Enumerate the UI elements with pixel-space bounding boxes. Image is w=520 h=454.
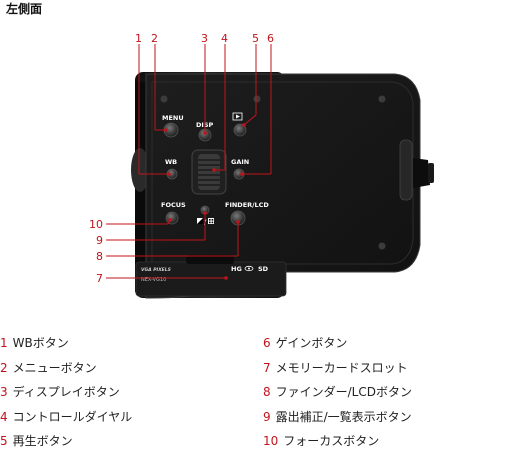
callout-3: 3 [201,32,208,45]
wb-label: WB [165,158,177,166]
screw [378,95,386,103]
screw [253,95,261,103]
legend-label: 露出補正/一覧表示ボタン [275,409,412,424]
play-icon [236,114,240,119]
gain-label: GAIN [231,158,249,166]
legend-num: 10 [263,434,279,448]
focus-label: FOCUS [161,201,186,209]
callout-7: 7 [96,272,103,285]
focus-button [165,211,179,225]
lcd-latch [399,139,413,201]
legend-label: ファインダー/LCDボタン [275,385,412,399]
lcd-panel [145,73,434,299]
play-button [233,123,247,137]
legend-num: 4 [0,409,8,424]
legend-label: ディスプレイボタン [12,385,120,399]
legend-label: フォーカスボタン [283,434,380,448]
model-text: NEX-VG10 [141,277,166,283]
hinge [413,158,430,188]
control-dial [198,154,220,190]
legend-item: 8 ファインダー/LCDボタン [263,380,412,405]
legend-right-column: 6 ゲインボタン 7 メモリーカードスロット 8 ファインダー/LCDボタン 9 露出補… [263,331,412,454]
eye-icon [244,265,254,272]
legend-label: メモリーカードスロット [275,360,408,375]
lens-ring [131,148,149,192]
legend-item: 7 メモリーカードスロット [263,356,412,381]
legend-item: 9 露出補正/一覧表示ボタン [263,405,412,430]
callout-6: 6 [267,32,274,45]
legend-num: 7 [263,360,271,375]
legend-num: 5 [0,434,8,448]
callout-1: 1 [135,32,142,45]
screw [378,242,386,250]
legend-item: 1 WBボタン [0,331,132,356]
legend-label: コントロールダイヤル [12,409,133,424]
legend-item: 5 再生ボタン [0,429,132,454]
index-icon [208,218,214,224]
callout-2: 2 [151,32,158,45]
hg-label: HG [231,265,242,273]
leader-lines [106,44,272,279]
legend-item: 2 メニューボタン [0,356,132,381]
legend-label: WBボタン [12,336,69,350]
legend-item: 4 コントロールダイヤル [0,405,132,430]
callout-8: 8 [96,250,103,263]
menu-label: MENU [162,114,184,122]
legend-num: 6 [263,336,271,350]
legend-item: 3 ディスプレイボタン [0,380,132,405]
play-icon-frame [232,112,243,121]
legend-num: 3 [0,385,8,399]
legend-label: ゲインボタン [275,336,348,350]
legend-num: 1 [0,336,8,350]
section-heading: 左側面 [6,2,43,16]
leader-dots [164,123,246,280]
legend-left-column: 1 WBボタン 2 メニューボタン 3 ディスプレイボタン 4 コントロールダイヤル 5… [0,331,132,454]
brand-text: VGA PIXELS [141,267,171,273]
legend-label: 再生ボタン [12,434,73,448]
index-icon-grid [209,219,214,224]
screw [160,95,168,103]
callout-5: 5 [252,32,259,45]
eye-pupil [248,267,250,270]
legend-label: メニューボタン [12,360,97,375]
legend-num: 8 [263,385,271,399]
control-buttons: MENU DISP WB GAIN FOCUS FINDER/LCD / [161,112,269,226]
legend-item: 6 ゲインボタン [263,331,412,356]
finder-lcd-label: FINDER/LCD [225,201,269,209]
hinge-pin [428,163,434,183]
camera-diagram: VGA PIXELS NEX-VG10 HG SD MENU DISP WB G… [89,32,434,299]
legend-num: 9 [263,409,271,424]
memory-card-slot: VGA PIXELS NEX-VG10 HG SD [135,255,287,297]
callout-4: 4 [221,32,228,45]
sd-label: SD [258,265,269,273]
legend-num: 2 [0,360,8,375]
callout-numbers: 1 2 3 4 5 6 7 8 9 10 [89,32,274,285]
legend-item: 10 フォーカスボタン [263,429,412,454]
callout-9: 9 [96,234,103,247]
exposure-icon-half [197,218,203,224]
callout-10: 10 [89,218,103,231]
